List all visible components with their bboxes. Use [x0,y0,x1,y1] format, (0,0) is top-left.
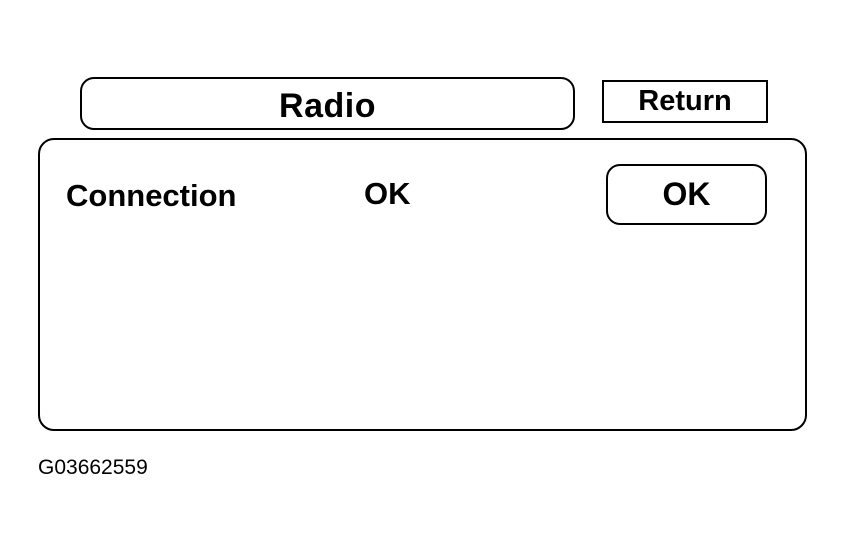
connection-status-value: OK [364,176,411,211]
figure-id-caption: G03662559 [38,456,148,479]
return-button[interactable]: Return [602,80,768,123]
ok-button-label: OK [662,176,711,212]
return-button-label: Return [638,85,732,117]
screen-title: Radio [279,87,376,125]
connection-label: Connection [66,178,237,213]
main-panel: Connection OK OK [38,138,807,431]
screen-title-bar: Radio [80,77,575,130]
ok-button[interactable]: OK [606,164,767,225]
